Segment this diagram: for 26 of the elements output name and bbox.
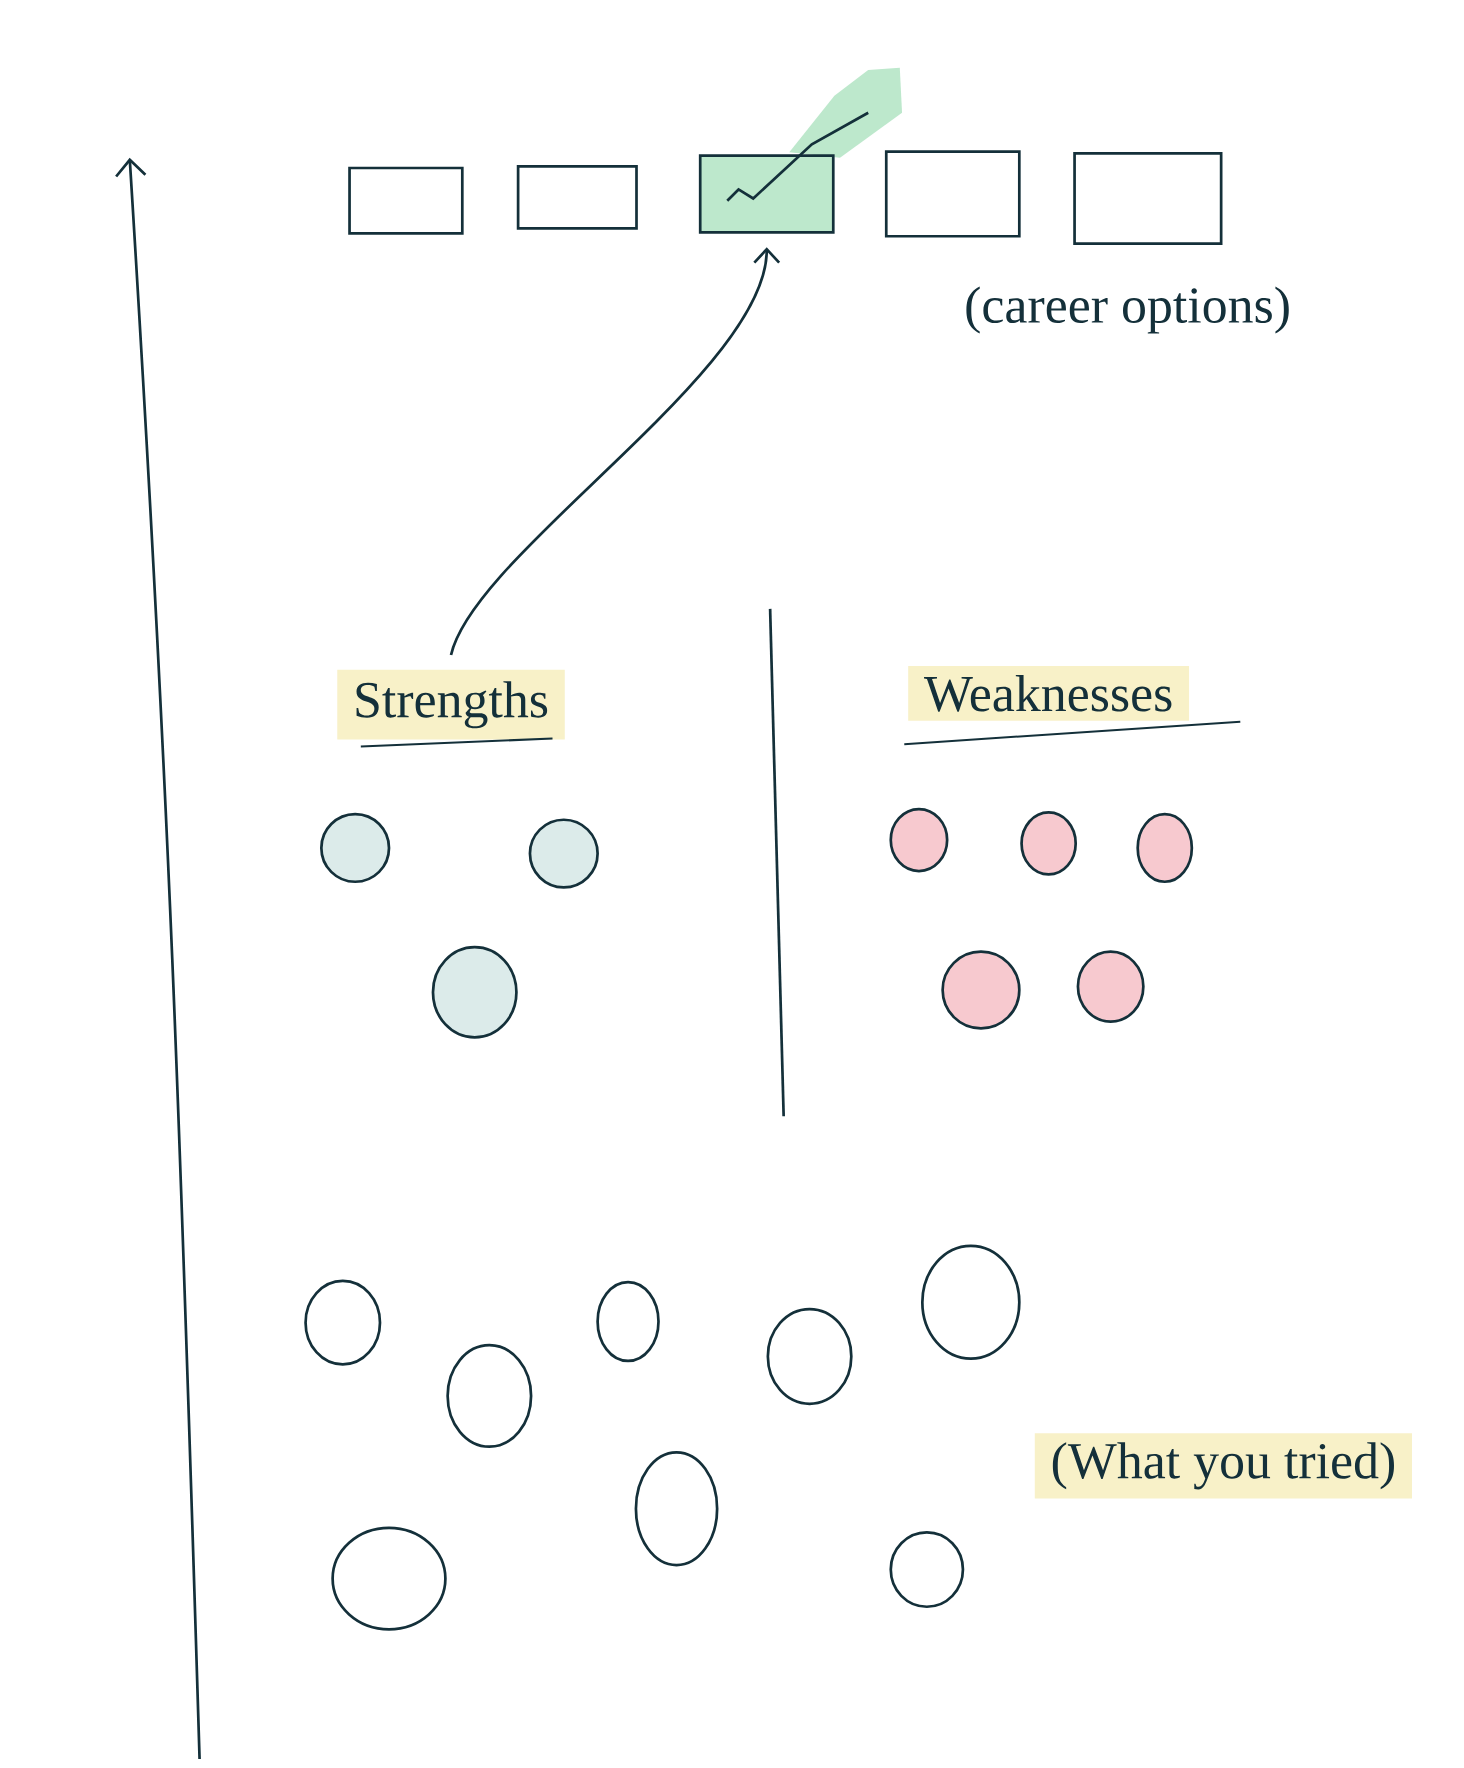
circle [596,1280,661,1363]
circle [446,1343,533,1448]
weakness-circle [1020,811,1078,876]
circle [921,1244,1021,1361]
caption-note: (career options) [966,286,1289,334]
circle [634,1450,719,1567]
circle [766,1307,853,1406]
weakness-circle [1076,950,1145,1023]
weakness-circle [889,807,949,873]
caption-note: (What you tried) [1035,1433,1413,1499]
strengths-heading: Strengths [337,669,565,740]
circle [331,1526,447,1631]
career-option-box [699,154,835,234]
circle [889,1531,965,1609]
career-option-box [516,164,639,230]
arrow [450,247,781,656]
weaknesses-heading: Weaknesses [908,666,1190,721]
career-option-box [348,166,464,235]
weakness-circle [941,950,1021,1030]
career-option-box [885,150,1021,238]
weakness-circle [1136,812,1194,884]
strength-circle [528,818,600,889]
career-option-box [1073,152,1223,245]
strength-circle [431,945,518,1039]
strength-circle [320,812,391,884]
circle [304,1279,382,1366]
